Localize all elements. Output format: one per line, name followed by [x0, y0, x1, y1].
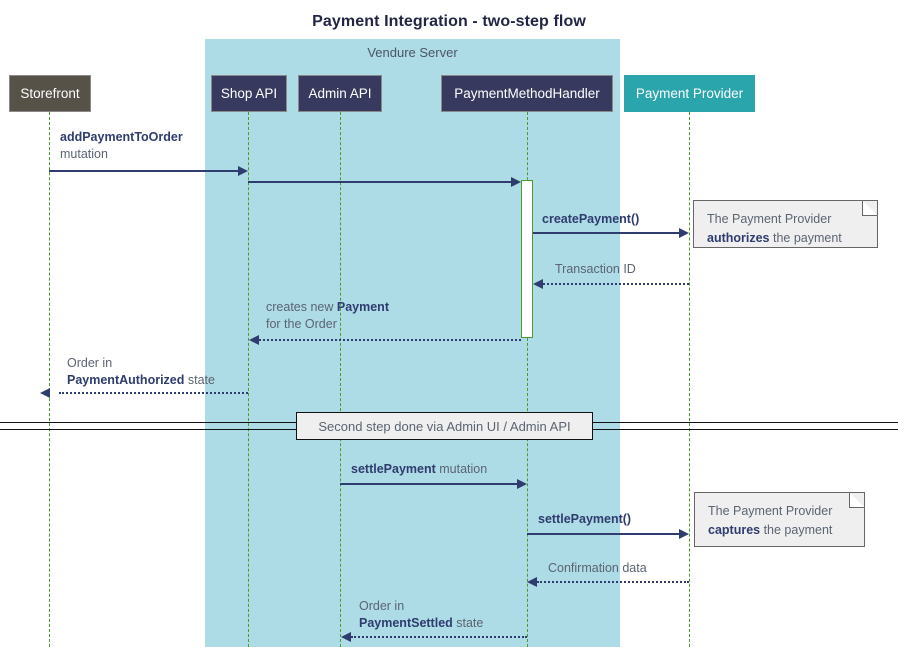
activation-bar-handler — [521, 180, 533, 338]
message-line-creates-new-payment — [259, 339, 521, 341]
message-label-transaction-id: Transaction ID — [555, 261, 636, 278]
lifeline-storefront — [49, 112, 50, 647]
message-label-order-payment-settled: Order in PaymentSettled state — [359, 598, 483, 632]
page-title: Payment Integration - two-step flow — [312, 13, 586, 30]
message-label-settle-payment-mutation: settlePayment mutation — [351, 461, 487, 478]
participant-label-provider: Payment Provider — [635, 86, 744, 101]
arrow-head-add-payment-to-order — [238, 166, 248, 176]
message-label-creates-new-payment: creates new Payment for the Order — [266, 299, 389, 333]
group-label: Vendure Server — [367, 45, 458, 60]
message-label-rest: state — [184, 373, 215, 387]
message-label-rest: mutation — [435, 462, 488, 476]
note-provider-captures: The Payment Provider captures the paymen… — [694, 492, 865, 547]
arrow-head-order-payment-authorized — [40, 388, 50, 398]
arrow-head-settle-payment-mutation — [517, 479, 527, 489]
note-bold: captures — [708, 523, 761, 537]
note-fold-corner-icon — [849, 492, 865, 508]
message-label-prefix: creates new — [266, 300, 337, 314]
note-bold: authorizes — [707, 231, 770, 245]
note-line1: The Payment Provider — [707, 212, 832, 226]
arrow-head-settle-payment-call — [679, 529, 689, 539]
lifeline-handler — [527, 112, 528, 647]
participant-label-storefront: Storefront — [20, 86, 80, 101]
message-line-order-payment-settled — [351, 636, 527, 638]
message-line-shop-api-to-handler — [248, 181, 512, 183]
lifeline-admin-api — [340, 112, 341, 647]
message-line-order-payment-authorized — [59, 392, 248, 394]
message-label-bold: PaymentSettled — [359, 616, 453, 630]
arrow-head-shop-api-to-handler — [511, 177, 521, 187]
message-label-bold: Payment — [336, 300, 389, 314]
message-label-rest: state — [452, 616, 484, 630]
message-label-bold: settlePayment() — [538, 512, 632, 526]
note-rest: the payment — [760, 523, 833, 537]
note-fold-corner-icon — [862, 200, 878, 216]
note-provider-authorizes: The Payment Provider authorizes the paym… — [693, 200, 878, 248]
lifeline-provider — [689, 112, 690, 647]
message-label-text: Transaction ID — [555, 262, 636, 276]
arrow-head-order-payment-settled — [341, 632, 351, 642]
participant-label-shop-api: Shop API — [220, 86, 278, 101]
message-label-line1: Order in — [67, 356, 113, 370]
message-line-confirmation-data — [537, 581, 689, 583]
message-line-create-payment — [533, 232, 679, 234]
note-line1: The Payment Provider — [708, 504, 833, 518]
participant-label-handler: PaymentMethodHandler — [454, 86, 600, 101]
message-line-settle-payment-mutation — [340, 483, 517, 485]
message-line-settle-payment-call — [527, 533, 679, 535]
message-label-settle-payment-call: settlePayment() — [538, 511, 631, 528]
participant-storefront[interactable]: Storefront — [9, 75, 91, 112]
lifeline-shop-api — [248, 112, 249, 647]
message-label-bold: settlePayment — [351, 462, 436, 476]
divider-label-box: Second step done via Admin UI / Admin AP… — [296, 412, 593, 440]
note-rest: the payment — [769, 231, 842, 245]
divider-label: Second step done via Admin UI / Admin AP… — [318, 418, 571, 434]
message-label-order-payment-authorized: Order in PaymentAuthorized state — [67, 355, 215, 389]
message-line-transaction-id — [543, 283, 689, 285]
message-label-text: Confirmation data — [548, 561, 647, 575]
message-label-bold: createPayment() — [542, 212, 640, 226]
message-label-line2: for the Order — [266, 317, 337, 331]
message-label-confirmation-data: Confirmation data — [548, 560, 647, 577]
participant-shop-api[interactable]: Shop API — [211, 75, 287, 112]
arrow-head-transaction-id — [533, 279, 543, 289]
arrow-head-creates-new-payment — [249, 335, 259, 345]
message-label-add-payment-to-order: addPaymentToOrder mutation — [60, 129, 183, 163]
participant-admin-api[interactable]: Admin API — [298, 75, 382, 112]
message-line-add-payment-to-order — [49, 170, 238, 172]
message-label-line1: Order in — [359, 599, 405, 613]
arrow-head-confirmation-data — [527, 577, 537, 587]
participant-label-admin-api: Admin API — [308, 86, 372, 101]
participant-payment-provider[interactable]: Payment Provider — [624, 75, 755, 112]
arrow-head-create-payment — [679, 228, 689, 238]
message-label-line2: mutation — [60, 147, 108, 161]
message-label-create-payment: createPayment() — [542, 211, 639, 228]
participant-payment-method-handler[interactable]: PaymentMethodHandler — [441, 75, 613, 112]
message-label-bold: PaymentAuthorized — [67, 373, 185, 387]
group-box-vendure-server: Vendure Server — [205, 39, 620, 647]
message-label-bold: addPaymentToOrder — [60, 130, 183, 144]
